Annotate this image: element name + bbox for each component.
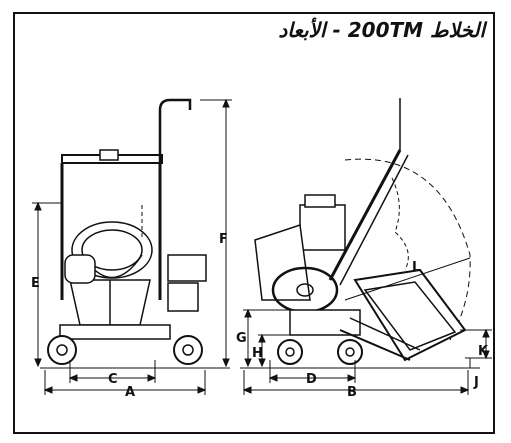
diagram-title: الخلاط 200TM - الأبعاد bbox=[278, 18, 485, 42]
diagram-frame bbox=[13, 12, 495, 434]
dim-label-K: K bbox=[478, 344, 489, 359]
side-view bbox=[240, 98, 480, 369]
dim-label-E: E bbox=[31, 276, 40, 291]
dim-label-C: C bbox=[108, 372, 118, 387]
dim-label-L: L bbox=[412, 260, 420, 275]
dim-label-A: A bbox=[125, 385, 135, 400]
dim-label-H: H bbox=[252, 346, 263, 361]
dim-label-J: J bbox=[473, 375, 479, 390]
dim-label-B: B bbox=[347, 385, 357, 400]
front-dimensions bbox=[32, 98, 232, 395]
front-view bbox=[40, 98, 230, 369]
dim-label-D: D bbox=[306, 372, 317, 387]
dim-label-G: G bbox=[236, 331, 247, 346]
dim-label-F: F bbox=[219, 232, 228, 247]
side-dimensions bbox=[242, 308, 492, 395]
